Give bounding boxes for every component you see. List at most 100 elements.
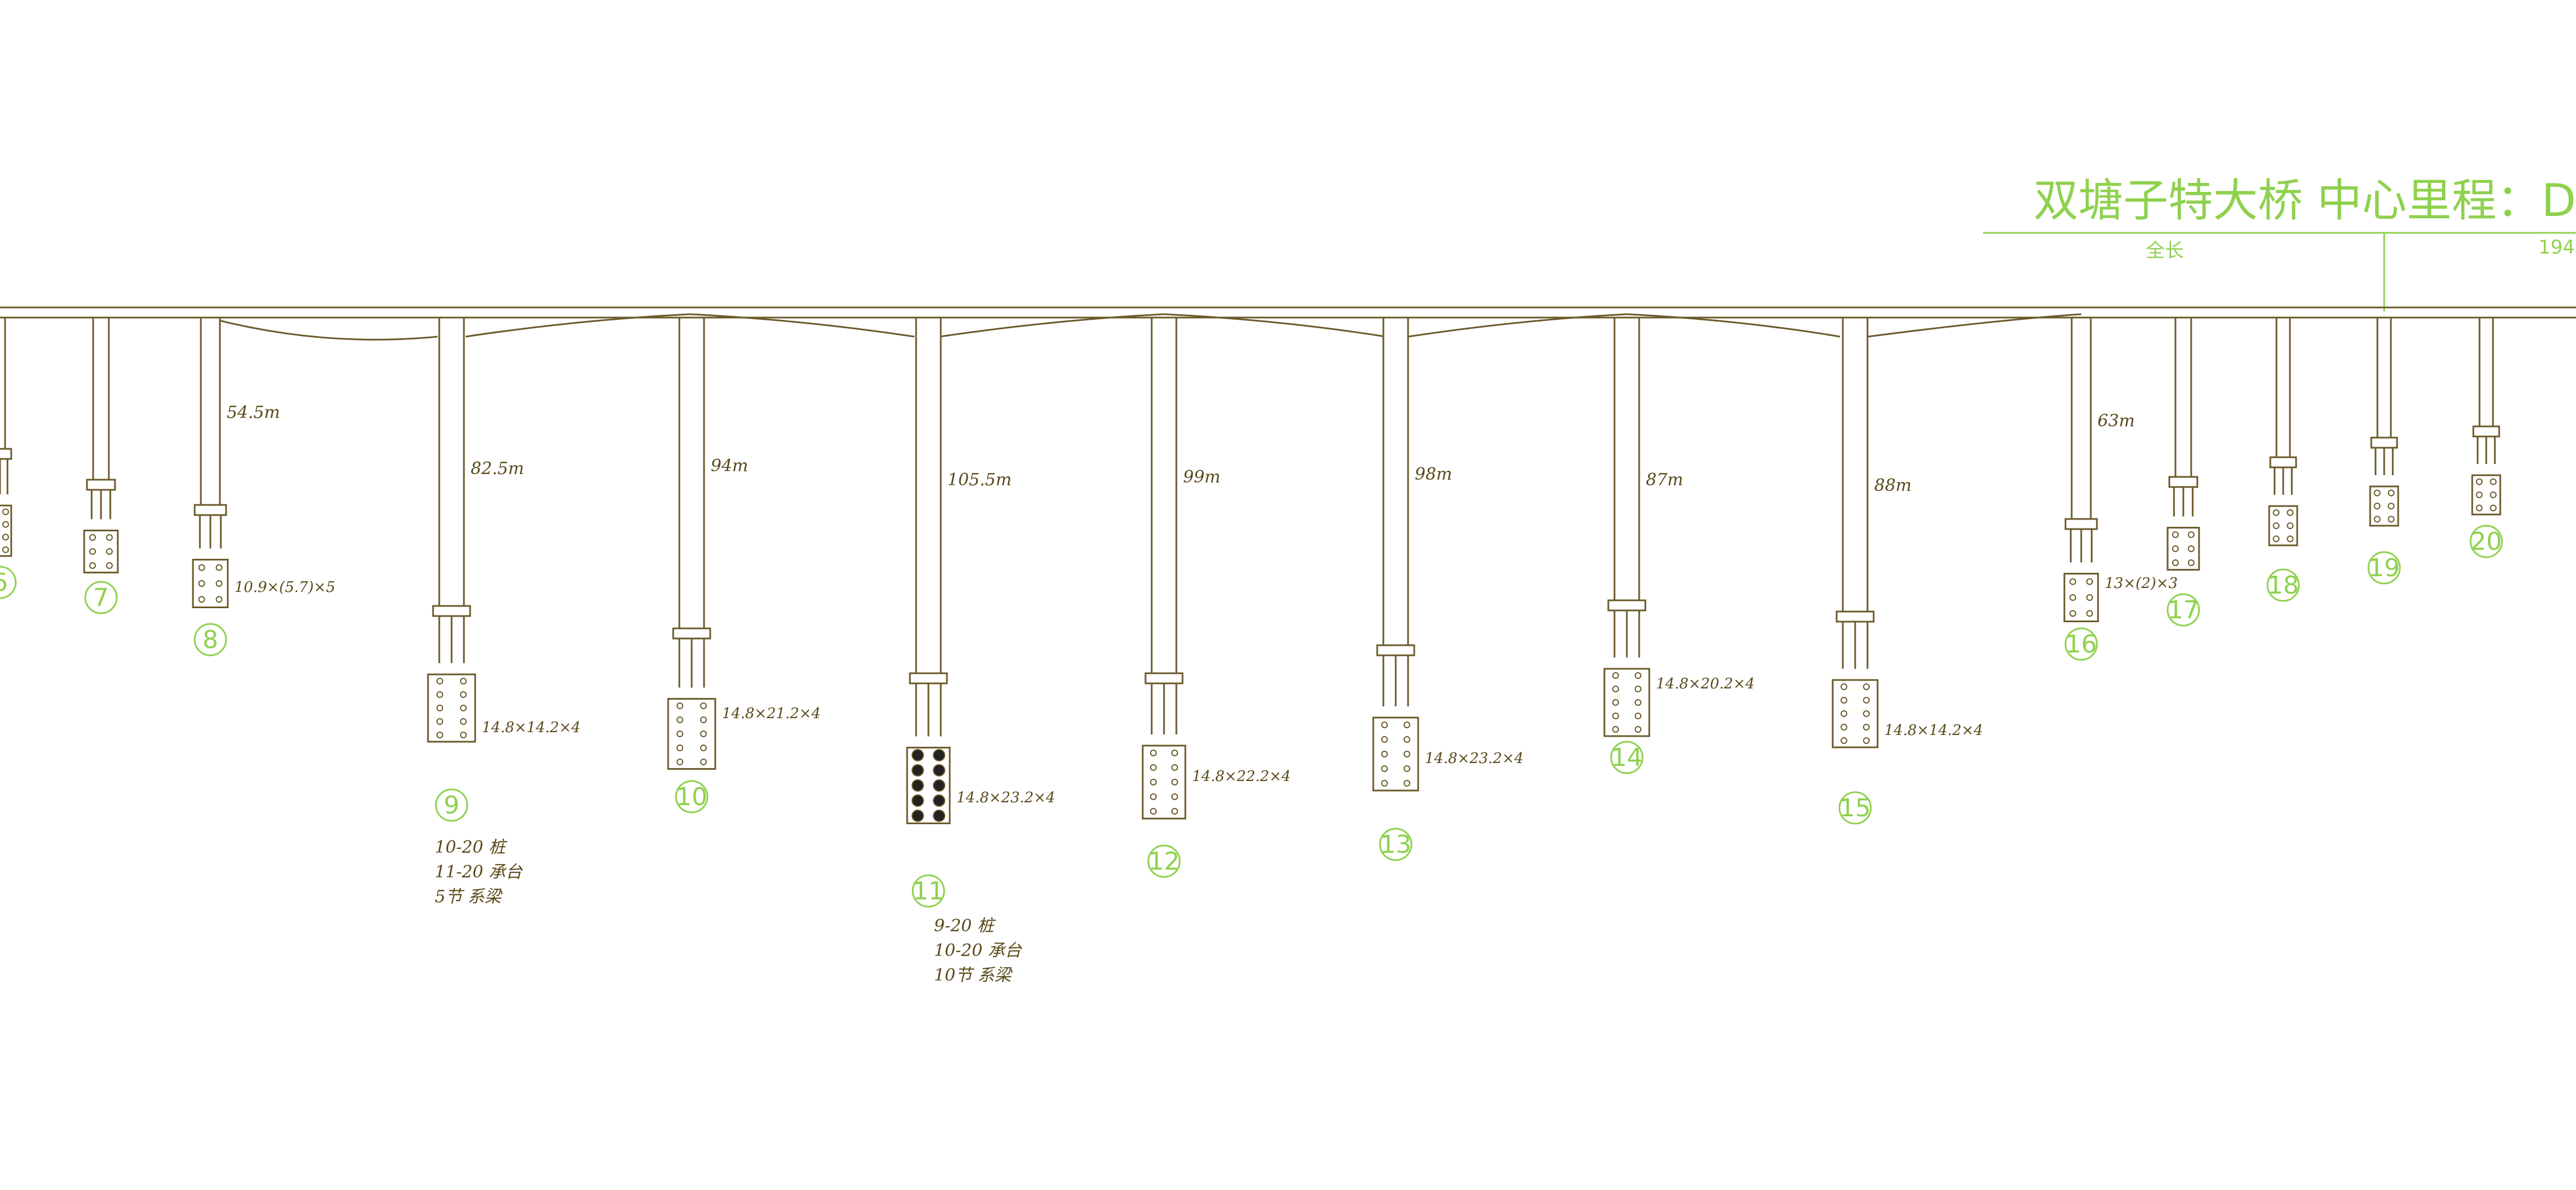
pile-dot [2172,559,2179,566]
pile-dot [1404,722,1410,728]
pier-head-18 [2269,456,2297,468]
pile-dot [2086,610,2093,617]
pile-dot [2287,509,2294,516]
pier-number-7: 7 [93,583,109,612]
pile-dot [106,562,113,569]
cap-plan-8 [192,559,229,608]
pile-dot [700,730,707,737]
pier-head-9 [432,605,471,617]
pile-dot [1841,697,1847,704]
pier-20: 20 [2469,316,2503,558]
pile-dot [933,810,945,822]
pile-dot [912,749,924,761]
pier-7: 7 [83,316,119,614]
pile-dot [2273,522,2280,529]
pier-head-13 [1376,644,1415,656]
pier-height-11: 105.5m [947,470,1011,490]
haunch-9-10 [465,313,691,338]
pier-head-10 [672,627,711,640]
pile-dot [2476,491,2483,498]
pier-number-6: 6 [0,568,8,597]
pile-dot [1150,750,1157,756]
pier-label-circle-20 [2469,525,2503,558]
pile-dot [2188,559,2195,566]
pier-14: 14 87m 14.8×20.2×4 [1603,316,1755,774]
pile-dot [1404,751,1410,757]
pier-number-15: 15 [1839,794,1871,823]
cap-dimension-14: 14.8×20.2×4 [1656,676,1755,692]
pile-dot [1150,764,1157,771]
pile-dot [1612,699,1619,706]
pier-label-circle-8 [194,623,227,656]
pile-dot [2490,504,2497,512]
pier-17: 17 [2166,316,2200,627]
pile-dot [2188,531,2195,538]
cap-dimension-9: 14.8×14.2×4 [482,719,581,736]
pile-dot [700,702,707,709]
pile-dot [2373,516,2381,523]
pier-shaft-18 [2275,316,2291,458]
pier-label-circle-17 [2166,593,2200,627]
pile-dot [1863,737,1870,744]
haunch-12-13 [1163,313,1386,338]
pile-dot [1171,808,1178,815]
pile-dot [1612,686,1619,692]
pile-dot [2490,491,2497,498]
pile-dot [1404,780,1410,787]
pile-dot [1612,726,1619,733]
pile-dot [933,794,945,807]
pile-dot [2287,535,2294,543]
pile-dot [2086,578,2093,585]
title-block: 双塘子特大桥 中心里程：DK 全长 194 [1983,174,2576,311]
pile-dot [2388,489,2395,497]
pier-number-8: 8 [203,626,218,654]
pier-number-9: 9 [444,791,459,820]
pile-dot [2,508,9,516]
pile-dot [2,521,9,528]
pier-head-7 [86,479,116,491]
bridge-deck [0,306,2576,341]
pile-dot [436,691,443,698]
cap-plan-6 [0,504,12,557]
pile-dot [89,534,96,541]
pile-dot [198,580,205,587]
pile-dot [1381,765,1388,772]
pile-dot [89,562,96,569]
haunch-14-15 [1626,313,1841,338]
pile-dot [2476,478,2483,485]
note-pier11-line: 10-20 承台 [934,941,1023,961]
pile-dot [1841,737,1847,744]
pile-dot [2069,594,2076,601]
pile-dot [215,580,223,587]
note-pier9-line: 10-20 桩 [435,838,508,857]
pile-dot [1150,779,1157,785]
pile-dot [2172,545,2179,552]
pile-dot [2476,504,2483,512]
haunch-15-16 [1867,313,2082,338]
pile-dot [460,718,467,725]
pier-shaft-19 [2376,316,2392,439]
pier-number-17: 17 [2168,596,2199,624]
pile-dot [1841,710,1847,717]
pile-dot [2172,531,2179,538]
pier-number-14: 14 [1611,743,1643,772]
pier-height-14: 87m [1646,470,1683,490]
title-sub-left: 全长 [2146,240,2184,262]
pile-dot [1171,793,1178,800]
pier-head-8 [194,504,227,516]
pile-dot [2069,610,2076,617]
pier-shaft-14 [1613,316,1640,601]
pile-dot [1150,808,1157,815]
pile-dot [677,716,683,723]
pier-number-20: 20 [2471,527,2502,556]
pile-dot [460,691,467,698]
pier-label-circle-11 [912,874,945,908]
pile-dot [1171,779,1178,785]
pile-dot [198,596,205,603]
pier-label-circle-6 [0,566,17,599]
